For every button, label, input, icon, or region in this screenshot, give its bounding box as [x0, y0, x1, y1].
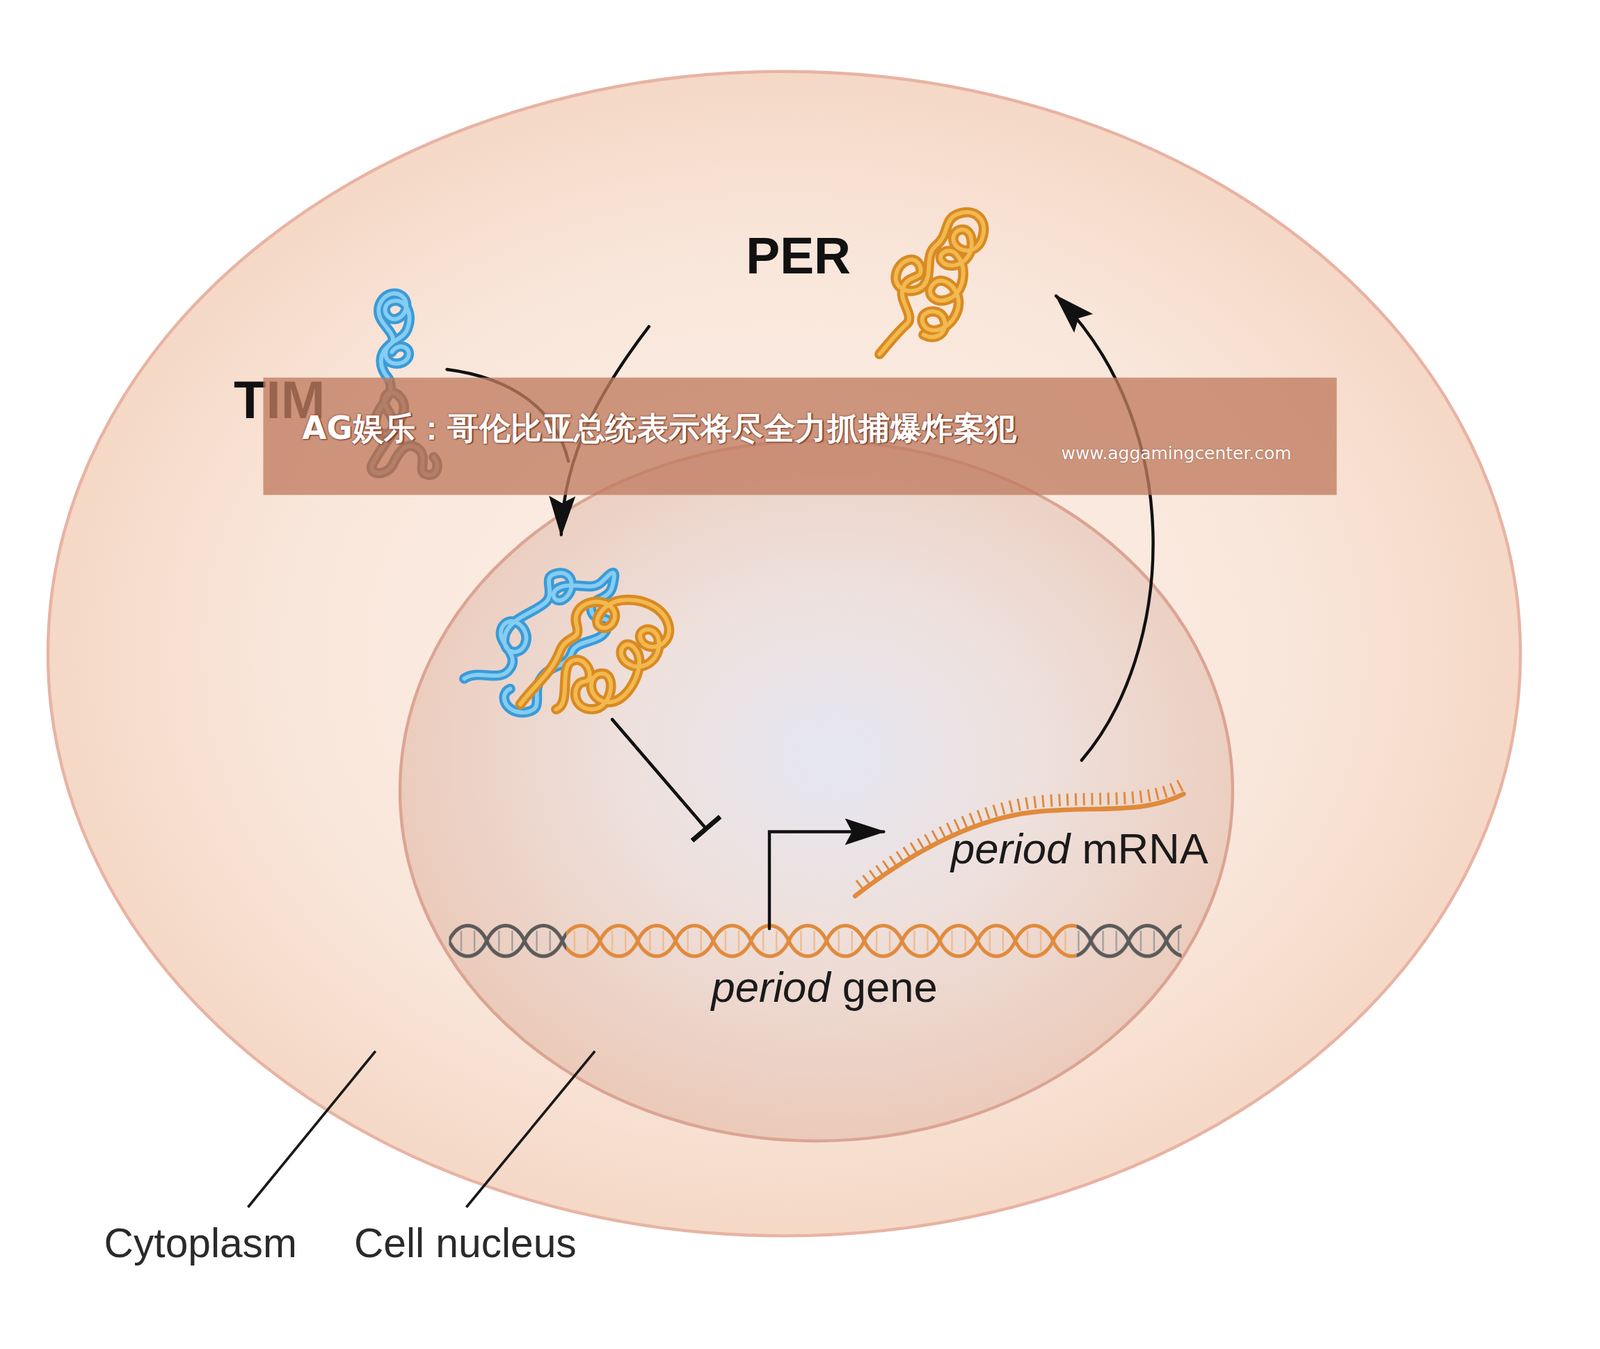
- protein-node: PER: [642, 198, 1056, 327]
- cell-ellipse: CytoplasmCell nucleusperiod geneperiod m…: [45, 69, 1523, 1239]
- connector: [769, 831, 884, 928]
- watermark-text: AG娱乐：哥伦比亚总统表示将尽全力抓捕爆炸案犯: [301, 412, 1017, 444]
- leader-line: [247, 1051, 375, 1207]
- connector-line: [1056, 295, 1153, 760]
- part-label: Cell nucleus: [354, 1222, 577, 1264]
- nucleus-ellipse: Cell nucleusperiod geneperiod mRNA: [397, 438, 1235, 1143]
- connector-line: [612, 719, 707, 829]
- mrna-node: period mRNA: [852, 760, 1189, 899]
- dna-helix: [448, 918, 1182, 964]
- mrna-strand: [854, 784, 1184, 896]
- connector: [1056, 295, 1153, 760]
- part-label: Cytoplasm: [104, 1222, 298, 1264]
- per-tim-complex: [464, 572, 670, 713]
- per-protein: [879, 212, 984, 355]
- gene-label: period gene: [710, 966, 938, 1010]
- watermark-url: www.aggamingcenter.com: [1061, 445, 1292, 463]
- protein-label: PER: [745, 230, 851, 282]
- mrna-label: period mRNA: [950, 827, 1209, 871]
- leader-line: [466, 1051, 595, 1207]
- connector-line: [769, 831, 884, 928]
- ellipse-outline: [397, 438, 1235, 1143]
- connector-line: [612, 719, 707, 829]
